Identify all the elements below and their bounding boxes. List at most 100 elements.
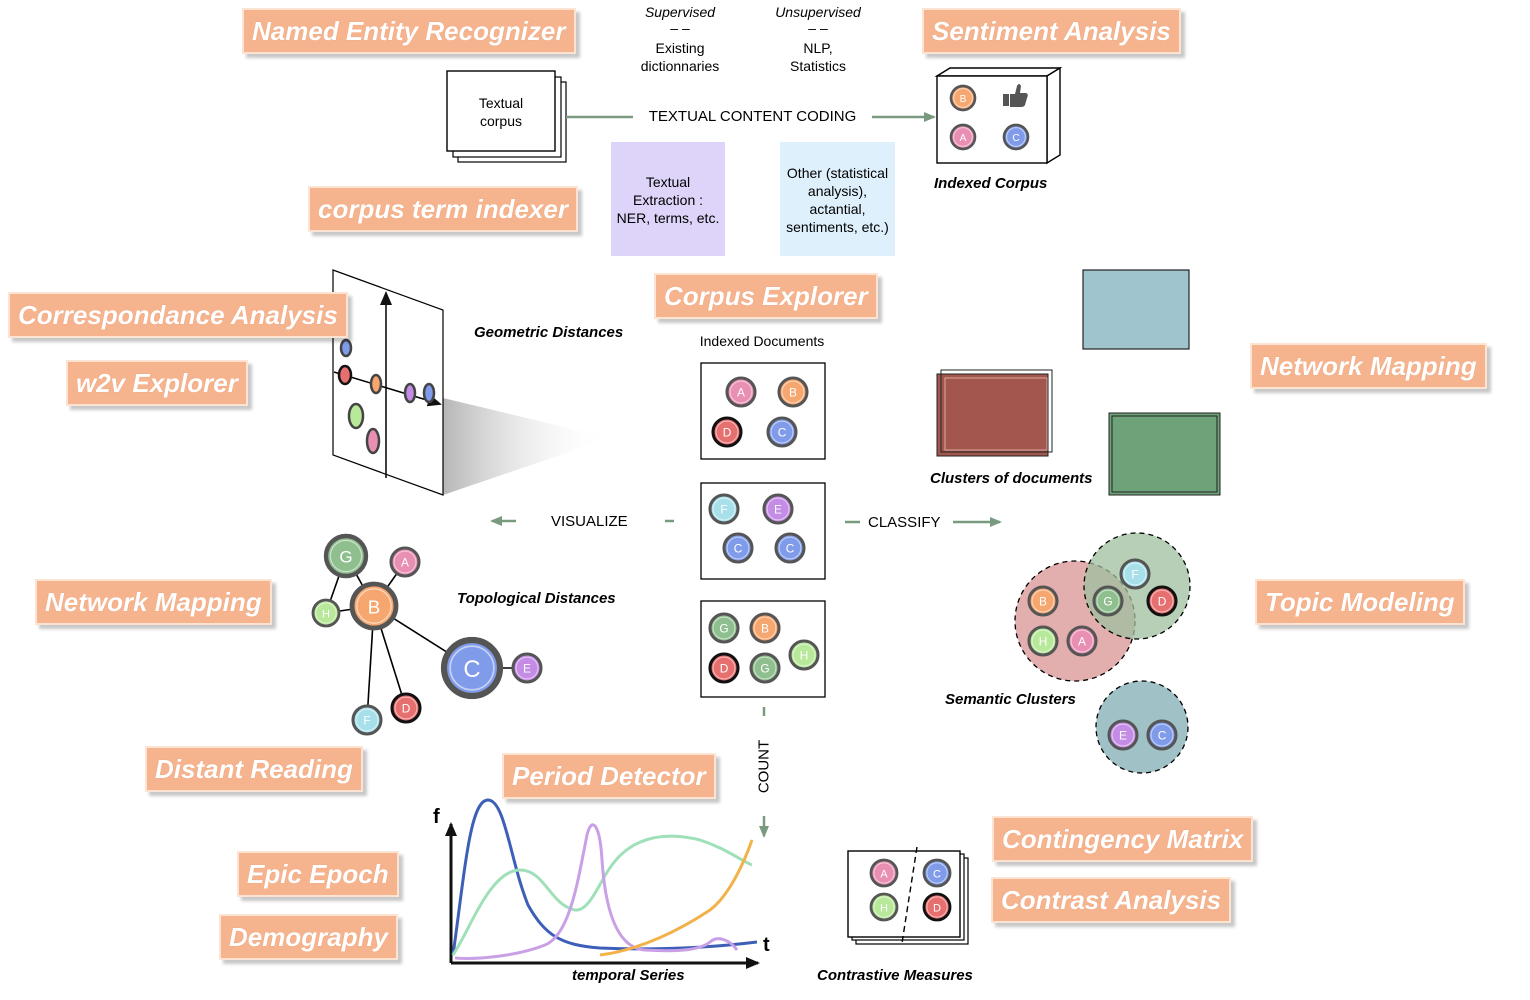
count-label[interactable]: COUNT	[755, 739, 773, 794]
node-letter: B	[761, 622, 769, 636]
node-letter: H	[800, 649, 809, 663]
node-d-contrast: D	[922, 892, 952, 922]
unsupervised-desc-1: NLP,	[803, 40, 833, 56]
tag-period-detector[interactable]: Period Detector	[502, 753, 716, 799]
node-letter: A	[737, 386, 745, 400]
node-letter: G	[339, 548, 352, 567]
node-f-doc2: F	[708, 493, 740, 525]
node-h-semantic: H	[1027, 625, 1059, 657]
tag-contrast-analysis[interactable]: Contrast Analysis	[991, 877, 1232, 923]
node-letter: C	[933, 868, 941, 880]
tag-epic-epoch[interactable]: Epic Epoch	[237, 851, 399, 897]
plane-nodes	[337, 338, 436, 455]
node-h-contrast: H	[869, 892, 899, 922]
node-d-doc3: D	[708, 652, 740, 684]
plane-point-2	[337, 364, 353, 386]
tag-contingency-matrix[interactable]: Contingency Matrix	[992, 816, 1254, 862]
plane-point-1	[339, 338, 353, 358]
node-g-doc3: G	[708, 612, 740, 644]
plane-point-6	[347, 402, 365, 430]
node-letter: D	[1158, 595, 1167, 609]
other-text-2: analysis),	[807, 183, 868, 199]
node-c-semantic: C	[1146, 719, 1178, 751]
node-letter: F	[363, 714, 370, 728]
node-letter: D	[723, 426, 732, 440]
other-text-4: sentiments, etc.)	[786, 219, 889, 235]
node-b-indexed-corpus: B	[949, 84, 977, 112]
unsupervised-dash: – –	[808, 20, 828, 36]
node-a-indexed-corpus: A	[949, 123, 977, 151]
node-letter: B	[368, 596, 380, 617]
node-c-doc2: C	[774, 532, 806, 564]
plane-point-5	[422, 382, 436, 404]
tag-correspondance-analysis[interactable]: Correspondance Analysis	[8, 292, 348, 338]
clusters-of-documents	[936, 269, 1221, 496]
visualize-label[interactable]: VISUALIZE	[551, 513, 628, 530]
node-letter: A	[1078, 635, 1086, 649]
extraction-text-2: Extraction :	[632, 192, 704, 208]
node-c-doc1: C	[766, 416, 798, 448]
node-letter: E	[774, 503, 782, 517]
textual-content-coding-label: TEXTUAL CONTENT CODING	[648, 108, 857, 125]
node-c-doc2: C	[722, 532, 754, 564]
node-c-indexed-corpus: C	[1002, 123, 1030, 151]
node-b-doc3: B	[749, 612, 781, 644]
plane-point-4	[403, 382, 417, 404]
node-g-doc3: G	[749, 652, 781, 684]
tag-named-entity-recognizer[interactable]: Named Entity Recognizer	[242, 8, 576, 54]
node-a-contrast: A	[869, 858, 899, 888]
node-letter: F	[720, 503, 727, 517]
node-letter: C	[1158, 729, 1167, 743]
node-e-network: E	[511, 652, 543, 684]
plane-point-3	[369, 373, 383, 395]
series-purple	[454, 823, 739, 960]
node-letter: B	[960, 94, 967, 105]
node-letter: H	[1039, 635, 1048, 649]
node-a-network: A	[389, 546, 421, 578]
node-letter: A	[880, 868, 888, 880]
tag-w2v-explorer[interactable]: w2v Explorer	[66, 360, 248, 406]
textual-corpus-label-2: corpus	[479, 113, 523, 129]
node-e-doc2: E	[762, 493, 794, 525]
node-letter: C	[463, 656, 480, 683]
node-letter: C	[786, 542, 795, 556]
tag-corpus-explorer[interactable]: Corpus Explorer	[654, 273, 878, 319]
geometric-plane	[332, 269, 610, 496]
indexed-corpus-label: Indexed Corpus	[934, 175, 1048, 192]
node-letter: C	[1012, 133, 1019, 144]
tag-demography[interactable]: Demography	[219, 914, 398, 960]
node-letter: A	[401, 556, 409, 570]
classify-label[interactable]: CLASSIFY	[868, 514, 941, 531]
supervised-desc-1: Existing	[655, 40, 705, 56]
node-letter: D	[402, 702, 411, 716]
node-letter: D	[720, 662, 729, 676]
tag-sentiment-analysis[interactable]: Sentiment Analysis	[922, 8, 1181, 54]
other-analysis-box	[780, 142, 895, 256]
node-letter: C	[778, 426, 787, 440]
thumbs-up-icon	[1003, 84, 1028, 107]
node-letter: C	[734, 542, 743, 556]
indexed-corpus-box	[934, 66, 1063, 165]
tag-distant-reading[interactable]: Distant Reading	[145, 746, 363, 792]
series-orange	[599, 839, 754, 957]
tag-corpus-term-indexer[interactable]: corpus term indexer	[308, 186, 578, 232]
node-h-network: H	[311, 598, 341, 628]
tag-network-mapping-right[interactable]: Network Mapping	[1250, 343, 1487, 389]
node-letter: E	[1119, 729, 1127, 743]
supervised-desc-2: dictionnaries	[640, 58, 720, 74]
extraction-text-3: NER, terms, etc.	[616, 210, 720, 226]
topological-distances-label: Topological Distances	[457, 590, 616, 607]
supervised-dash: – –	[670, 20, 690, 36]
tag-network-mapping-left[interactable]: Network Mapping	[35, 579, 272, 625]
series-blue	[451, 798, 758, 956]
node-d-doc1: D	[711, 416, 743, 448]
node-letter: A	[960, 133, 967, 144]
node-letter: B	[789, 386, 797, 400]
node-g-network: G	[323, 533, 369, 579]
series-green	[451, 834, 753, 956]
textual-corpus-label-1: Textual	[478, 95, 524, 111]
tag-topic-modeling[interactable]: Topic Modeling	[1255, 579, 1465, 625]
node-letter: G	[1103, 595, 1112, 609]
node-c-network: C	[440, 636, 504, 700]
